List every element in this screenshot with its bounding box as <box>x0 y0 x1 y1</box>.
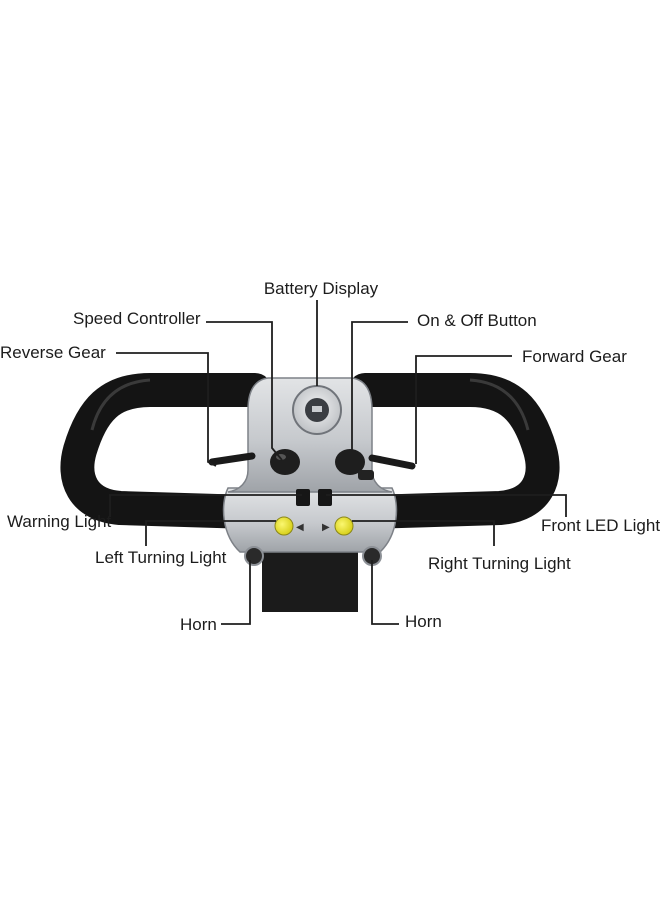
label-speed-controller: Speed Controller <box>73 309 201 328</box>
grip-highlight <box>90 378 151 431</box>
left-turning-button[interactable] <box>274 516 294 536</box>
right-arrow-icon: ▶ <box>322 522 330 533</box>
speed-controller-knob[interactable] <box>270 449 300 475</box>
left-arrow-icon: ◀ <box>296 522 304 533</box>
leader-front-led-light <box>326 494 567 517</box>
leader-speed-controller <box>206 321 283 461</box>
forward-gear-lever[interactable] <box>368 454 416 470</box>
leader-horn-right <box>371 560 399 625</box>
handlebar-grip <box>60 373 272 529</box>
horn-button-left[interactable] <box>244 546 264 566</box>
label-battery-display: Battery Display <box>264 279 379 298</box>
leader-horn-left <box>221 560 251 625</box>
leader-left-turning-light <box>145 520 276 546</box>
label-warning-light: Warning Light <box>7 512 112 531</box>
label-left-turning-light: Left Turning Light <box>95 548 227 567</box>
grip-highlight-right <box>469 378 530 431</box>
label-horn-right: Horn <box>405 612 442 631</box>
key-blade <box>358 470 374 480</box>
warning-light-switch[interactable] <box>296 489 310 506</box>
right-turning-button[interactable] <box>334 516 354 536</box>
reverse-gear-lever[interactable] <box>208 452 256 466</box>
leader-right-turning-light <box>352 520 495 546</box>
handlebar-grip-right <box>348 373 560 529</box>
front-led-switch[interactable] <box>318 489 332 506</box>
leader-warning-light <box>109 494 302 517</box>
leader-on-off-button <box>351 321 408 455</box>
label-forward-gear: Forward Gear <box>522 347 627 366</box>
leader-reverse-gear <box>116 352 217 467</box>
leader-forward-gear <box>415 355 512 464</box>
battery-display-mark <box>312 406 322 412</box>
on-off-key-switch[interactable] <box>335 449 365 475</box>
label-on-off-button: On & Off Button <box>417 311 537 330</box>
label-right-turning-light: Right Turning Light <box>428 554 571 573</box>
label-horn-left: Horn <box>180 615 217 634</box>
label-front-led-light: Front LED Light <box>541 516 660 535</box>
label-reverse-gear: Reverse Gear <box>0 343 106 362</box>
